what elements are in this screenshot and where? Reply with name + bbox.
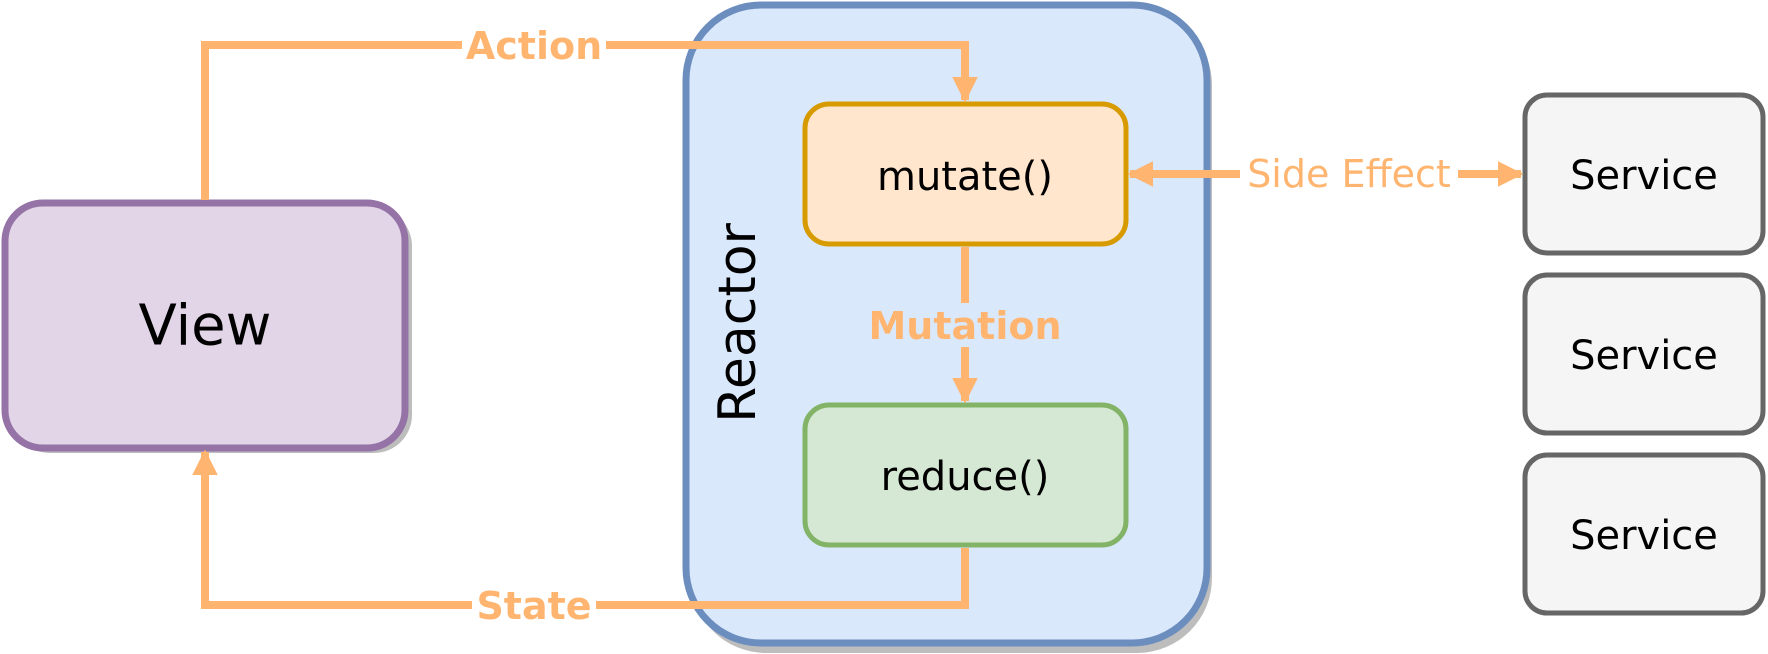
service-node-1[interactable]: Service: [1522, 92, 1766, 256]
reduce-node[interactable]: reduce(): [802, 402, 1129, 548]
service-node-3[interactable]: Service: [1522, 452, 1766, 616]
reduce-label: reduce(): [881, 454, 1050, 500]
service-label: Service: [1570, 333, 1718, 379]
view-node[interactable]: View: [1, 199, 409, 452]
side-effect-edge[interactable]: Side Effect: [1127, 152, 1524, 196]
service-label: Service: [1570, 153, 1718, 199]
mutation-edge[interactable]: Mutation: [862, 247, 1068, 404]
mutation-label: Mutation: [868, 304, 1061, 348]
action-label-bg: [462, 24, 606, 66]
action-edge[interactable]: Action: [201, 24, 978, 200]
mutate-label: mutate(): [877, 154, 1053, 200]
state-label: State: [476, 584, 591, 628]
reactor-label: Reactor: [708, 222, 768, 422]
action-label: Action: [466, 24, 602, 68]
mutation-label-bg: [862, 303, 1068, 347]
service-label: Service: [1570, 513, 1718, 559]
state-edge[interactable]: State: [192, 449, 969, 628]
state-label-bg: [472, 584, 596, 626]
side-effect-label-bg: [1240, 153, 1458, 195]
view-label: View: [139, 294, 272, 359]
side-effect-label: Side Effect: [1247, 152, 1451, 196]
mutate-node[interactable]: mutate(): [802, 101, 1129, 247]
service-node-2[interactable]: Service: [1522, 272, 1766, 436]
